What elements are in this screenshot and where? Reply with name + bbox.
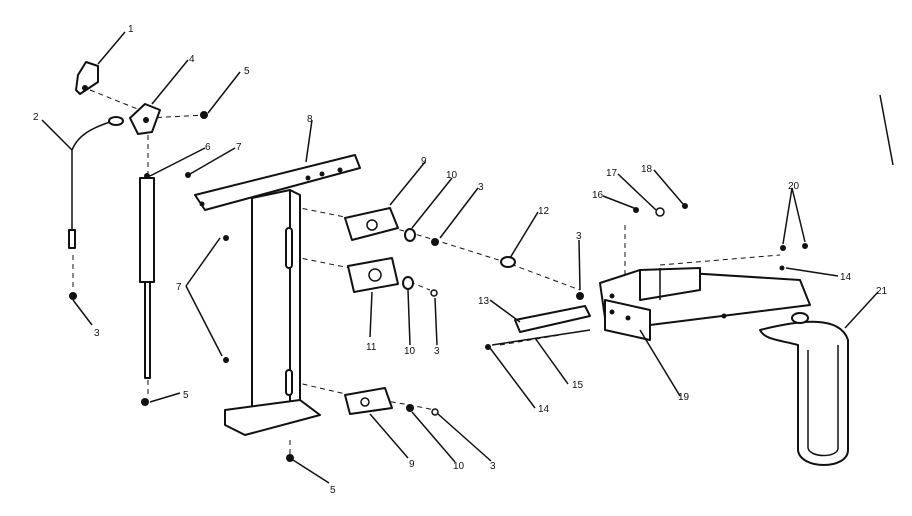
callout-3: 3 [490,461,496,472]
leader-lines [41,31,879,484]
part-2-cable [68,116,124,249]
callout-5: 5 [330,485,336,496]
callout-14: 14 [840,272,852,283]
callout-10: 10 [404,346,416,357]
callout-17: 17 [606,168,618,179]
bolt-hole [82,85,88,91]
callout-3: 3 [434,346,440,357]
callout-15: 15 [572,380,584,391]
part-13-bar [514,305,591,333]
part-21-handle [759,312,849,466]
part-9-clamp-upper [344,207,399,241]
callout-5: 5 [244,66,250,77]
callout-21: 21 [876,286,888,297]
callout-5: 5 [183,390,189,401]
callout-9: 9 [409,459,415,470]
part-8-column [194,154,361,436]
callout-16: 16 [592,190,604,201]
callout-7: 7 [176,282,182,293]
part-11-clamp-middle [347,257,399,293]
callout-1: 1 [128,24,134,35]
callout-3: 3 [94,328,100,339]
part-9-clamp-lower [344,387,393,415]
callout-7: 7 [236,142,242,153]
callout-13: 13 [478,296,490,307]
callout-10: 10 [453,461,465,472]
callout-9: 9 [421,156,427,167]
callout-6: 6 [205,142,211,153]
washer [404,228,416,242]
callout-8: 8 [307,114,313,125]
callout-4: 4 [189,54,195,65]
callout-10: 10 [446,170,458,181]
part-1-bracket [75,61,99,95]
callout-3: 3 [576,231,582,242]
part-15-pin [491,329,591,346]
callout-2: 2 [33,112,39,123]
callout-12: 12 [538,206,550,217]
callout-labels: 1 2 3 4 5 6 7 8 9 10 3 7 11 10 3 5 9 10 … [33,24,888,496]
callout-19: 19 [678,392,690,403]
callout-20: 20 [788,181,800,192]
callout-14: 14 [538,404,550,415]
callout-18: 18 [641,164,653,175]
part-6-gas-spring [139,173,155,379]
fasteners [69,111,808,462]
part-19-carriage [599,267,811,341]
callout-11: 11 [366,342,377,353]
frame-edge [879,94,894,166]
nut [431,238,439,246]
callout-3: 3 [478,182,484,193]
